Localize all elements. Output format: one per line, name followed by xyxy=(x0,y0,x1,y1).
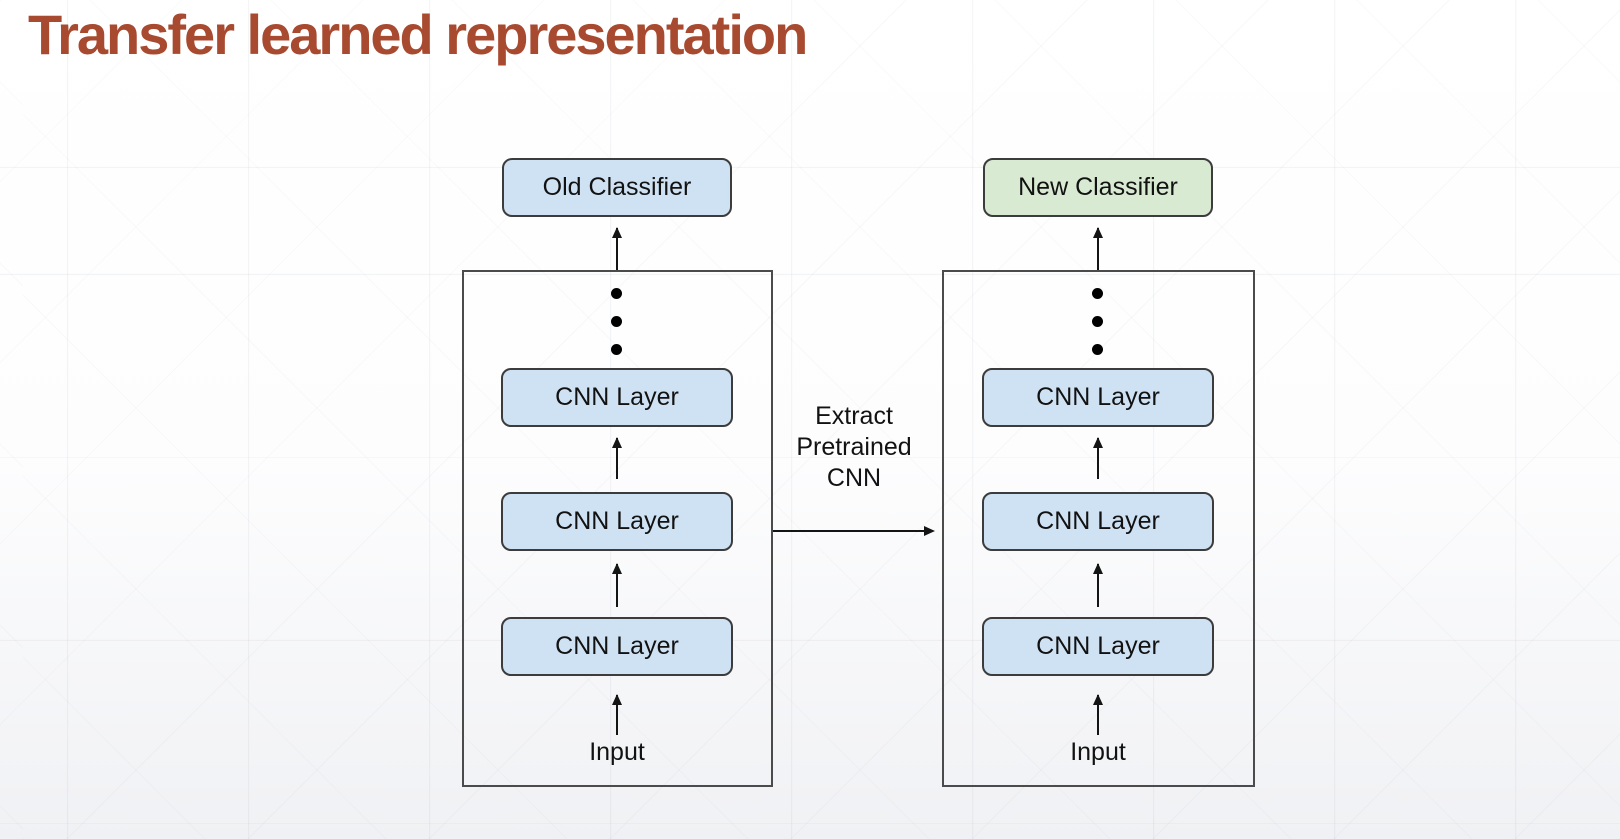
cnn-layer-node: CNN Layer xyxy=(501,617,733,676)
cnn-layer-label: CNN Layer xyxy=(555,507,679,535)
cnn-layer-label: CNN Layer xyxy=(555,383,679,411)
dot xyxy=(611,316,622,327)
cnn-layer-label: CNN Layer xyxy=(555,632,679,660)
cnn-layer-node: CNN Layer xyxy=(982,368,1214,427)
arrow-right-bottom-to-mid xyxy=(1093,563,1103,607)
dot xyxy=(611,344,622,355)
right-network-frame xyxy=(942,270,1255,787)
arrow-right-input xyxy=(1093,694,1103,735)
transfer-label-line: CNN xyxy=(826,464,882,492)
left-network-frame xyxy=(462,270,773,787)
left-ellipsis-dots xyxy=(611,288,622,355)
transfer-label: Extract Pretrained CNN xyxy=(774,401,934,494)
new-classifier-node: New Classifier xyxy=(983,158,1213,217)
cnn-layer-label: CNN Layer xyxy=(1036,383,1160,411)
transfer-arrow xyxy=(773,526,935,536)
dot xyxy=(1092,288,1103,299)
arrow-left-to-classifier xyxy=(612,227,622,270)
old-classifier-label: Old Classifier xyxy=(542,173,692,201)
dot xyxy=(1092,344,1103,355)
dot xyxy=(611,288,622,299)
new-classifier-label: New Classifier xyxy=(1018,173,1178,201)
arrow-right-mid-to-top xyxy=(1093,437,1103,479)
left-input-label: Input xyxy=(589,738,645,766)
transfer-label-line: Extract xyxy=(815,402,893,430)
arrow-left-bottom-to-mid xyxy=(612,563,622,607)
cnn-layer-node: CNN Layer xyxy=(501,492,733,551)
cnn-layer-label: CNN Layer xyxy=(1036,507,1160,535)
right-input-label: Input xyxy=(1070,738,1126,766)
transfer-label-line: Pretrained xyxy=(796,433,912,461)
right-ellipsis-dots xyxy=(1092,288,1103,355)
arrow-left-mid-to-top xyxy=(612,437,622,479)
arrow-right-to-classifier xyxy=(1093,227,1103,270)
cnn-layer-node: CNN Layer xyxy=(501,368,733,427)
dot xyxy=(1092,316,1103,327)
cnn-layer-node: CNN Layer xyxy=(982,617,1214,676)
arrow-left-input xyxy=(612,694,622,735)
old-classifier-node: Old Classifier xyxy=(502,158,732,217)
slide-title: Transfer learned representation xyxy=(28,3,808,66)
cnn-layer-node: CNN Layer xyxy=(982,492,1214,551)
cnn-layer-label: CNN Layer xyxy=(1036,632,1160,660)
